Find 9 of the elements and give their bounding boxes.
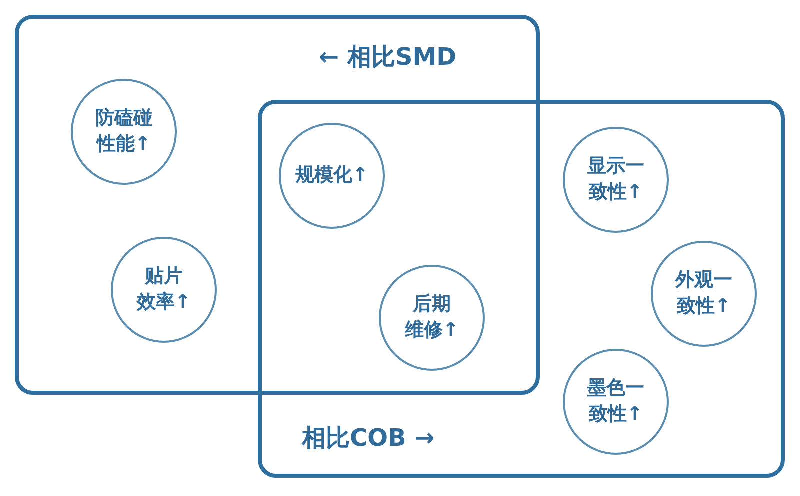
feature-circle: 规模化↑ — [279, 123, 385, 229]
feature-circle: 外观一致性↑ — [651, 241, 757, 347]
feature-circle: 防磕碰性能↑ — [71, 79, 177, 185]
panel-heading: ← 相比SMD — [319, 42, 457, 73]
panel-heading: 相比COB → — [302, 423, 435, 454]
feature-circle: 显示一致性↑ — [563, 127, 669, 233]
feature-circle: 墨色一致性↑ — [563, 349, 669, 455]
feature-circle: 后期维修↑ — [379, 265, 485, 371]
feature-circle: 贴片效率↑ — [111, 237, 217, 343]
